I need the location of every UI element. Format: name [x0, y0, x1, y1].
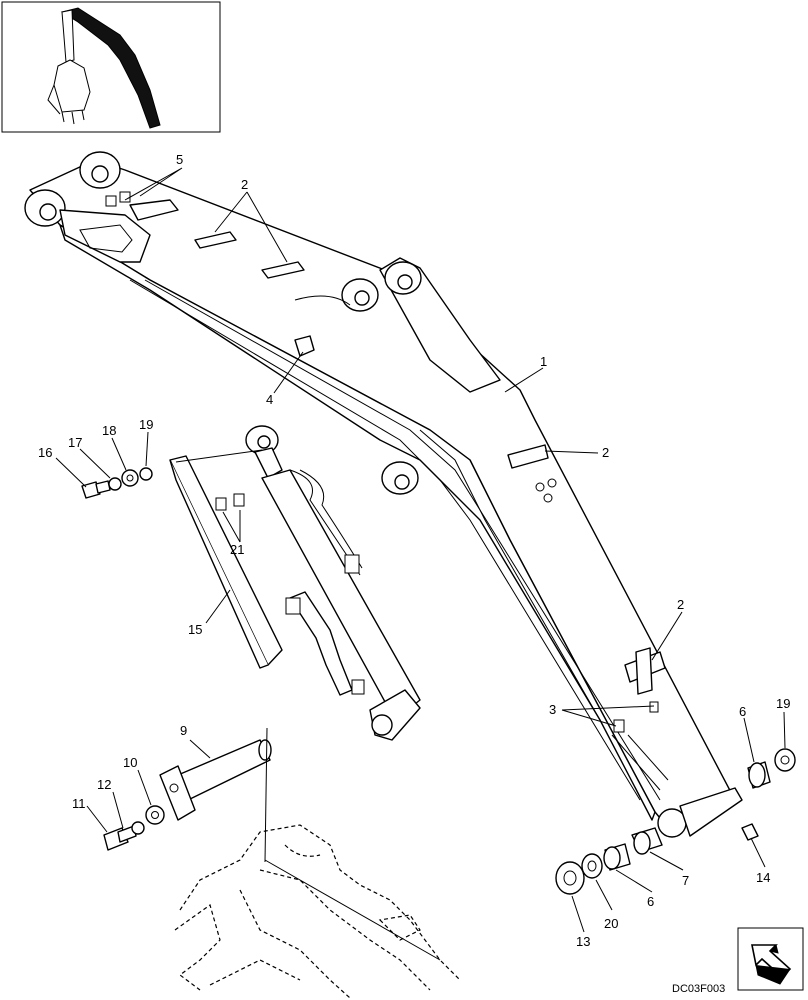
callout-9: 9 — [180, 723, 187, 738]
bushing-set — [555, 748, 796, 895]
callout-13: 13 — [576, 934, 590, 949]
callout-1: 1 — [540, 354, 547, 369]
pivot-pin — [103, 739, 272, 851]
boom-assembly — [24, 151, 743, 838]
callout-6-lower: 6 — [647, 894, 654, 909]
callout-21: 21 — [230, 542, 244, 557]
orientation-arrow-icon — [737, 927, 804, 991]
drawing-reference-code: DC03F003 — [672, 983, 725, 995]
bolt-stack — [81, 467, 153, 499]
callout-2-lower: 2 — [677, 597, 684, 612]
callout-5: 5 — [176, 152, 183, 167]
callout-12: 12 — [97, 777, 111, 792]
callout-15: 16 — [38, 445, 52, 460]
callout-19-lower: 20 — [604, 916, 618, 931]
callout-20: 14 — [756, 870, 770, 885]
callout-labels: 5 2 1 2 2 3 4 16 17 18 19 21 15 9 10 12 … — [38, 152, 790, 949]
callout-7: 7 — [682, 873, 689, 888]
guard-plate — [169, 449, 283, 669]
leader-lines — [55, 167, 786, 933]
callout-14: 15 — [188, 622, 202, 637]
callout-2-top: 2 — [241, 177, 248, 192]
upper-frame-outline — [174, 727, 461, 999]
callout-17: 18 — [102, 423, 116, 438]
callout-18: 19 — [139, 417, 153, 432]
callout-4: 4 — [266, 392, 273, 407]
callout-10: 10 — [123, 755, 137, 770]
callout-16: 17 — [68, 435, 82, 450]
callout-11: 11 — [72, 796, 86, 811]
boom-cylinder — [245, 425, 421, 741]
callout-3: 3 — [549, 702, 556, 717]
locator-inset — [1, 1, 221, 133]
callout-2-mid: 2 — [602, 445, 609, 460]
callout-6-right: 6 — [739, 704, 746, 719]
callout-19-right: 19 — [776, 696, 790, 711]
